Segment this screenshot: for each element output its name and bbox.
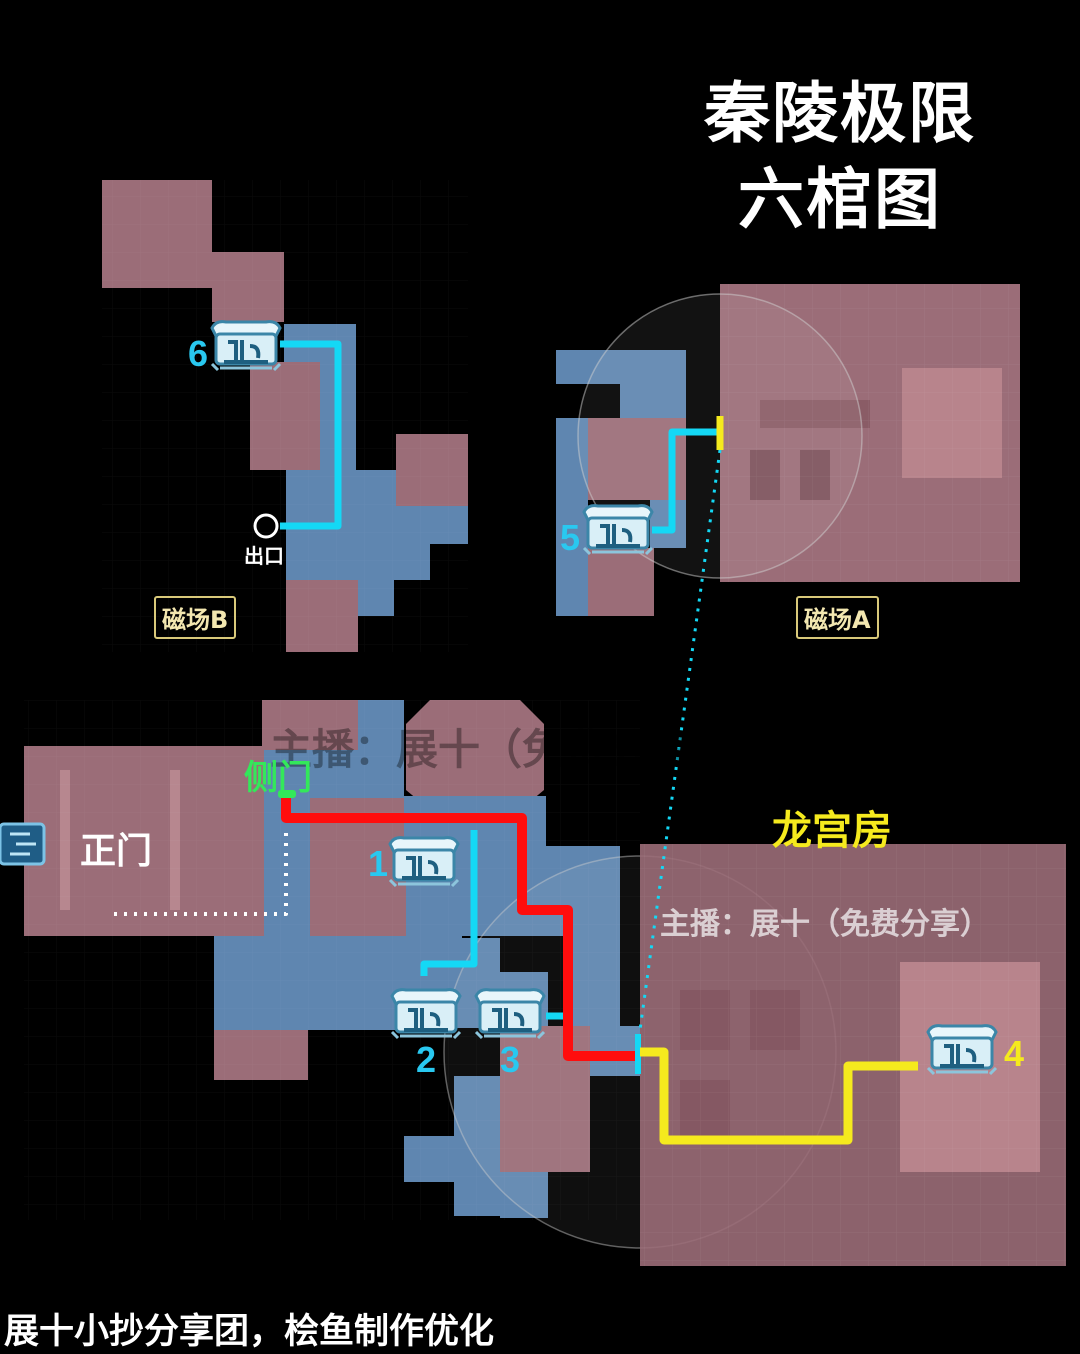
route-red [281,798,640,1061]
route-coffin6-exit [280,340,342,530]
zone-a-label: 磁场A [796,596,879,639]
front-door-icon [0,822,46,866]
route-coffin5 [652,428,720,534]
coffin-number-6: 6 [188,333,208,374]
route-dotted-blue [638,449,722,1031]
dragon-palace-room [640,844,1066,1266]
exit-marker [253,513,279,539]
coffin-number-3: 3 [500,1039,520,1080]
zone-b-rooms [102,180,468,652]
route-coffin1-2 [420,830,478,976]
coffin-icon-4 [926,1023,998,1076]
footer-credit: 展十小抄分享团，桧鱼制作优化 [4,1312,495,1352]
coffin-number-2: 2 [416,1039,436,1080]
route-dotted-white [114,830,288,916]
coffin-icon-5 [582,503,654,556]
side-door-label: 侧门 [244,758,312,798]
coffin-icon-3 [474,987,546,1040]
zone-a-rooms [556,284,1020,616]
coffin-icon-6 [210,319,282,372]
watermark: 主播：展十（免费分享） [660,907,990,942]
coffin-icon-2 [390,987,462,1040]
coffin-icon-1 [388,835,460,888]
title-line-2: 六棺图 [738,161,942,238]
front-door-label: 正门 [80,831,153,872]
route-yellow [640,1047,918,1145]
exit-label: 出口 [244,544,284,568]
coffin-number-5: 5 [560,517,580,558]
dragon-room-label: 龙宫房 [772,808,892,854]
coffin-number-4: 4 [1004,1033,1024,1074]
watermark-faded: 主播：展十（免费分享） [270,725,732,774]
title-line-1: 秦陵极限 [704,75,976,152]
routes [114,340,918,1145]
coffin-number-1: 1 [368,843,388,884]
zone-b-label: 磁场B [154,596,237,639]
